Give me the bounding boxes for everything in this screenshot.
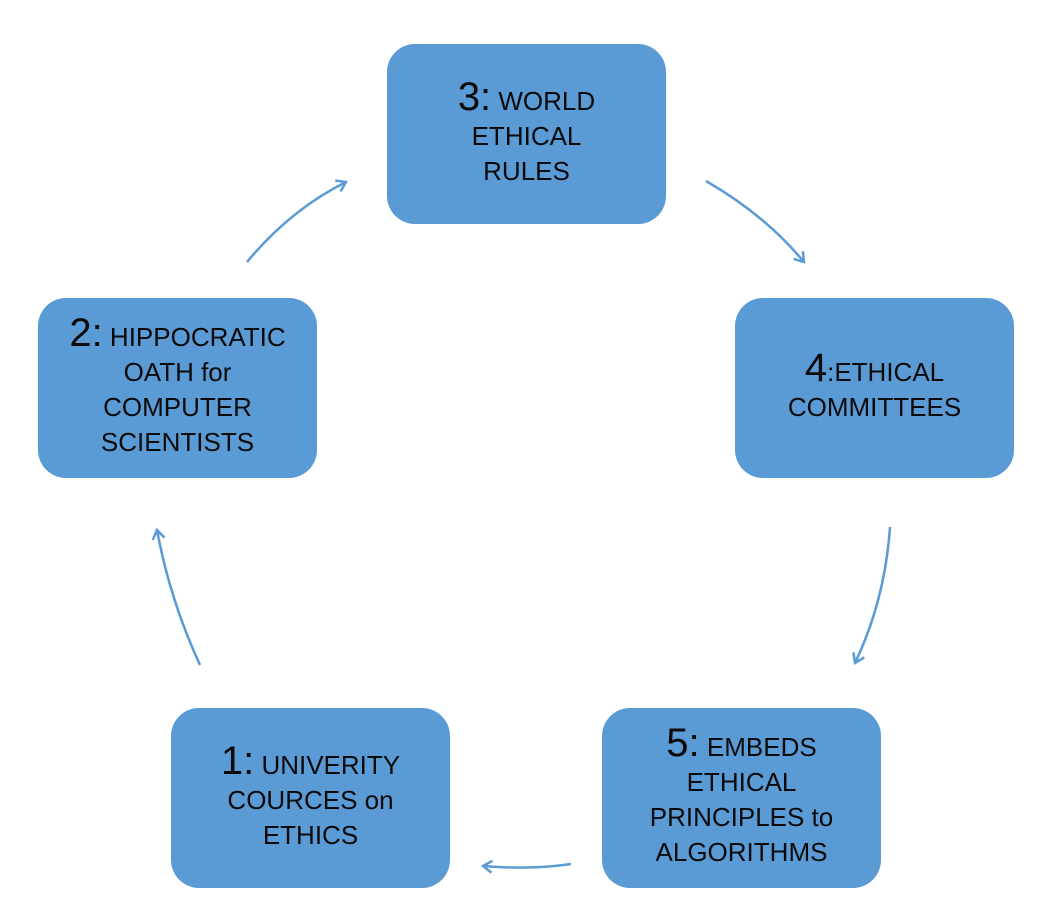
step-label: :ETHICAL COMMITTEES: [787, 357, 962, 422]
step-number: 2:: [69, 311, 103, 355]
step-number: 5:: [666, 721, 700, 765]
step-3-box: 3: WORLD ETHICAL RULES: [387, 44, 666, 224]
arrow-1-to-2: [157, 530, 202, 666]
step-1-box: 1: UNIVERITY COURCES on ETHICS: [171, 708, 450, 888]
arrow-3-to-4: [705, 179, 804, 262]
arrow-2-to-3: [246, 182, 346, 263]
arrow-4-to-5: [855, 526, 892, 663]
step-label: HIPPOCRATIC OATH for COMPUTER SCIENTISTS: [100, 322, 286, 457]
step-2-box: 2: HIPPOCRATIC OATH for COMPUTER SCIENTI…: [38, 298, 317, 478]
step-label: EMBEDS ETHICAL PRINCIPLES to ALGORITHMS: [649, 732, 834, 867]
step-4-box: 4:ETHICAL COMMITTEES: [735, 298, 1014, 478]
step-number: 3:: [457, 74, 492, 119]
arrow-5-to-1: [483, 864, 572, 868]
step-number: 1:: [220, 738, 255, 783]
step-label: WORLD ETHICAL RULES: [471, 85, 596, 186]
step-label: UNIVERITY COURCES on ETHICS: [227, 749, 401, 850]
step-number: 4: [804, 346, 828, 390]
step-5-box: 5: EMBEDS ETHICAL PRINCIPLES to ALGORITH…: [602, 708, 881, 888]
